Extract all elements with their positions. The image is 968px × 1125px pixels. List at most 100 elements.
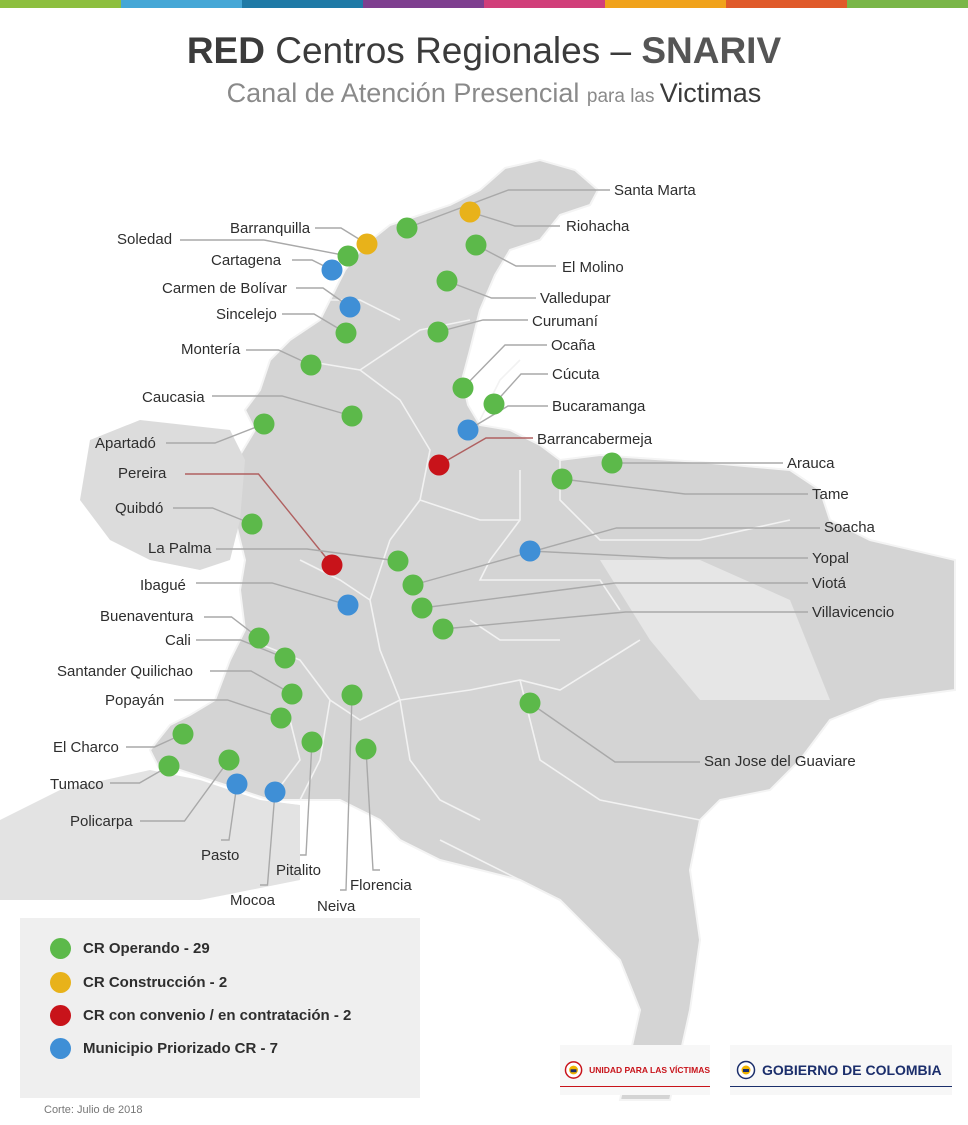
- stripe-segment: [484, 0, 605, 8]
- stripe-segment: [242, 0, 363, 8]
- label-ocana: Ocaña: [551, 337, 596, 354]
- connector-valledupar: [446, 280, 536, 299]
- label-bucaramanga: Bucaramanga: [552, 398, 646, 415]
- marker-barranquilla[interactable]: [356, 233, 378, 255]
- cutoff-date: Corte: Julio de 2018: [44, 1104, 143, 1116]
- top-color-stripe: [0, 0, 968, 8]
- marker-policarpa[interactable]: [218, 749, 240, 771]
- label-arauca: Arauca: [787, 455, 835, 472]
- legend-label: Municipio Priorizado CR - 7: [83, 1040, 279, 1057]
- marker-tumaco[interactable]: [158, 755, 180, 777]
- marker-pasto[interactable]: [226, 773, 248, 795]
- connector-soacha: [412, 527, 820, 586]
- label-valledupar: Valledupar: [540, 290, 611, 307]
- marker-caucasia[interactable]: [341, 405, 363, 427]
- marker-cucuta[interactable]: [483, 393, 505, 415]
- label-santa-marta: Santa Marta: [614, 182, 696, 199]
- marker-valledupar[interactable]: [436, 270, 458, 292]
- marker-tame[interactable]: [551, 468, 573, 490]
- marker-barrancabermeja[interactable]: [428, 454, 450, 476]
- stripe-segment: [847, 0, 968, 8]
- marker-soacha[interactable]: [402, 574, 424, 596]
- marker-ocana[interactable]: [452, 377, 474, 399]
- stripe-segment: [726, 0, 847, 8]
- title-accent: SNARIV: [641, 30, 782, 71]
- legend-dot-priorizado: [50, 1038, 71, 1059]
- label-yopal: Yopal: [812, 550, 849, 567]
- marker-pitalito[interactable]: [301, 731, 323, 753]
- marker-florencia[interactable]: [355, 738, 377, 760]
- connector-viota: [421, 582, 808, 609]
- label-cali: Cali: [165, 632, 191, 649]
- marker-mocoa[interactable]: [264, 781, 286, 803]
- connector-policarpa: [140, 759, 230, 822]
- connector-pereira: [185, 473, 333, 566]
- marker-riohacha[interactable]: [459, 201, 481, 223]
- connector-apartado: [166, 423, 265, 444]
- marker-monteria[interactable]: [300, 354, 322, 376]
- connector-bucaramanga: [467, 405, 548, 431]
- marker-quibdo[interactable]: [241, 513, 263, 535]
- label-soledad: Soledad: [117, 231, 173, 248]
- label-popayan: Popayán: [105, 692, 165, 709]
- connector-monteria: [246, 349, 312, 366]
- marker-villavicencio[interactable]: [432, 618, 454, 640]
- connector-carmen-de-bolivar: [296, 287, 351, 308]
- coat-of-arms-icon: [564, 1061, 583, 1079]
- marker-cartagena[interactable]: [321, 259, 343, 281]
- marker-curumani[interactable]: [427, 321, 449, 343]
- title-main: Centros Regionales –: [264, 30, 642, 71]
- marker-bucaramanga[interactable]: [457, 419, 479, 441]
- marker-san-jose-del-guaviare[interactable]: [519, 692, 541, 714]
- marker-arauca[interactable]: [601, 452, 623, 474]
- label-monteria: Montería: [181, 341, 241, 358]
- gobierno-logo: GOBIERNO DE COLOMBIA: [730, 1045, 952, 1095]
- label-neiva: Neiva: [317, 898, 356, 915]
- legend-dot-operando: [50, 938, 71, 959]
- connector-florencia: [365, 748, 380, 871]
- west-coast-shape: [80, 420, 245, 570]
- label-apartado: Apartadó: [95, 435, 156, 452]
- page-subtitle: Canal de Atención Presencial para las Vi…: [0, 78, 968, 109]
- label-sincelejo: Sincelejo: [216, 306, 277, 323]
- marker-buenaventura[interactable]: [248, 627, 270, 649]
- marker-carmen-de-bolivar[interactable]: [339, 296, 361, 318]
- title-bold: RED: [186, 30, 265, 71]
- label-santander-quilichao: Santander Quilichao: [57, 663, 193, 680]
- marker-soledad[interactable]: [337, 245, 359, 267]
- connector-san-jose-del-guaviare: [529, 702, 700, 763]
- marker-apartado[interactable]: [253, 413, 275, 435]
- marker-neiva[interactable]: [341, 684, 363, 706]
- map-land: [0, 158, 956, 1101]
- connector-soledad: [180, 239, 349, 257]
- connector-caucasia: [212, 395, 353, 417]
- marker-santander-quilichao[interactable]: [281, 683, 303, 705]
- legend-label: CR con convenio / en contratación - 2: [83, 1007, 352, 1024]
- legend-label: CR Construcción - 2: [83, 974, 228, 991]
- legend-item-operando: CR Operando - 29: [50, 938, 210, 959]
- marker-viota[interactable]: [411, 597, 433, 619]
- marker-el-molino[interactable]: [465, 234, 487, 256]
- connector-la-palma: [216, 548, 399, 562]
- connector-cucuta: [493, 373, 548, 405]
- left-extension-shape: [0, 770, 300, 900]
- marker-pereira[interactable]: [321, 554, 343, 576]
- marker-ibague[interactable]: [337, 594, 359, 616]
- marker-la-palma[interactable]: [387, 550, 409, 572]
- marker-el-charco[interactable]: [172, 723, 194, 745]
- marker-cali[interactable]: [274, 647, 296, 669]
- connector-riohacha: [469, 211, 560, 227]
- marker-yopal[interactable]: [519, 540, 541, 562]
- connector-barrancabermeja: [438, 437, 533, 466]
- marker-popayan[interactable]: [270, 707, 292, 729]
- label-quibdo: Quibdó: [115, 500, 164, 517]
- marker-sincelejo[interactable]: [335, 322, 357, 344]
- connector-ibague: [196, 582, 349, 606]
- stripe-segment: [0, 0, 121, 8]
- connector-popayan: [174, 699, 282, 719]
- label-tumaco: Tumaco: [50, 776, 104, 793]
- label-cartagena: Cartagena: [211, 252, 282, 269]
- eastern-plains-shape: [600, 560, 830, 700]
- marker-santa-marta[interactable]: [396, 217, 418, 239]
